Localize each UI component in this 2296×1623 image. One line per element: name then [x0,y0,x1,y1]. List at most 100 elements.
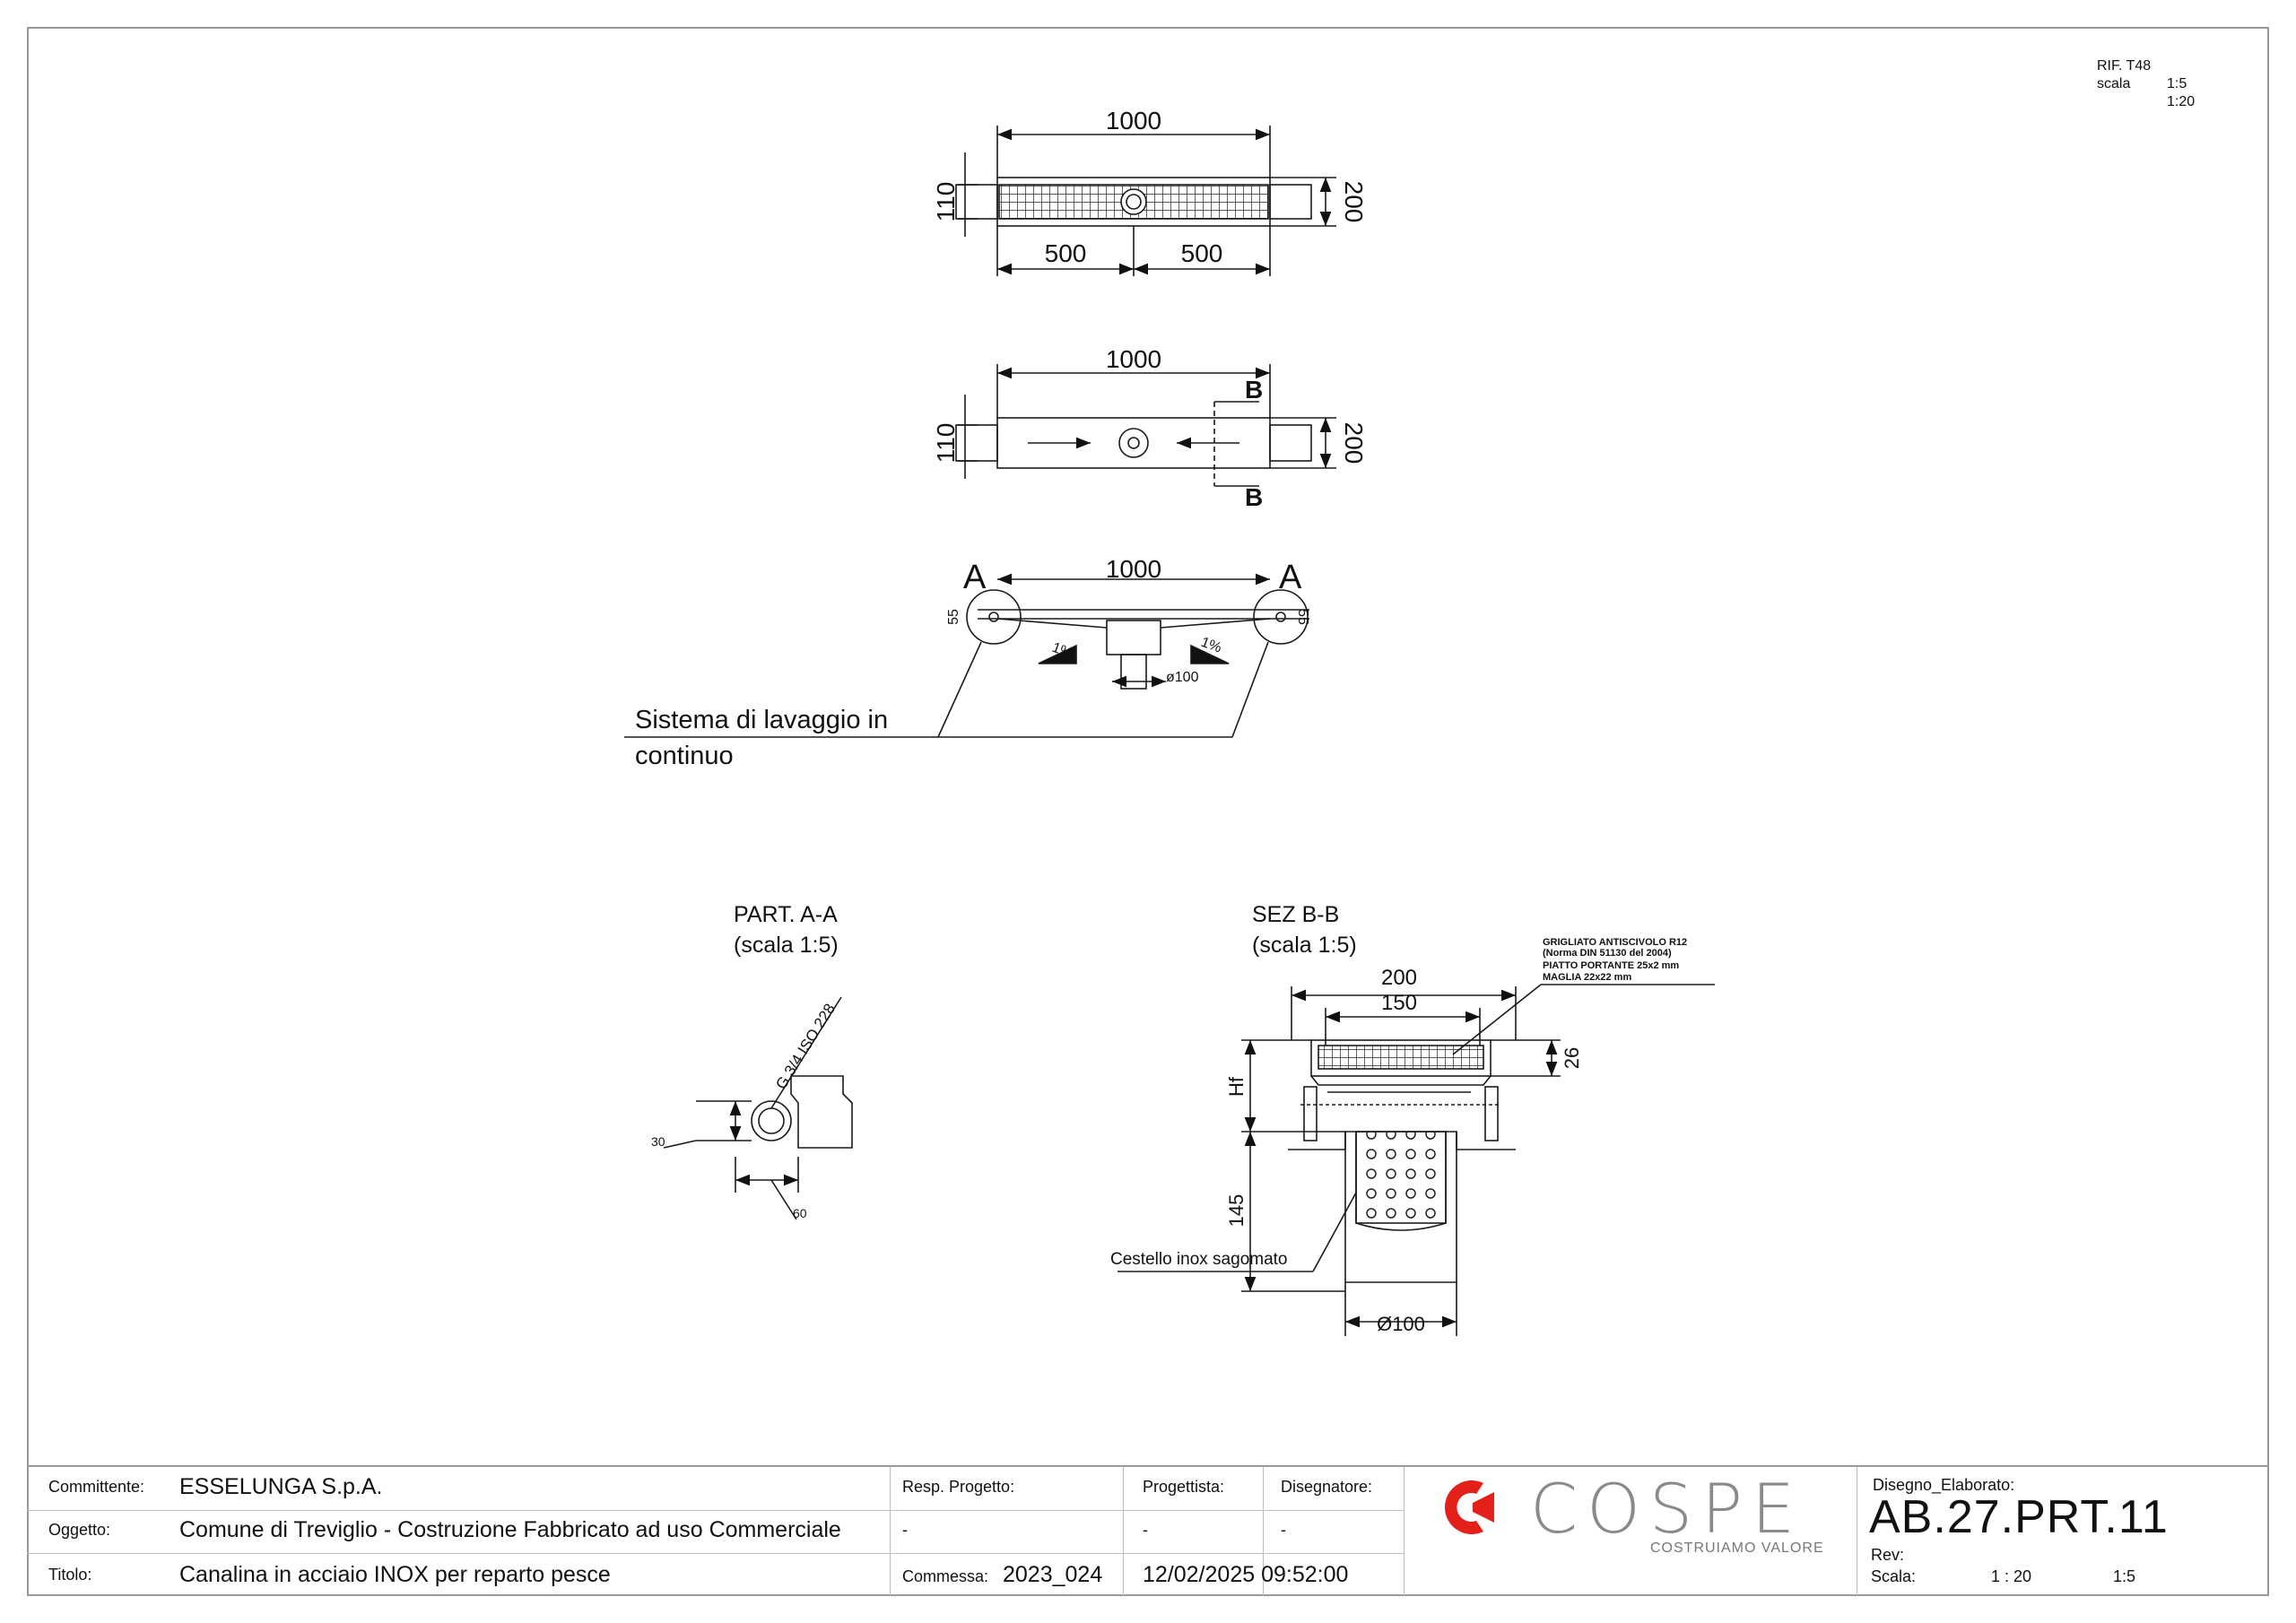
object-label: Oggetto: [48,1521,111,1539]
ref-label: RIF. T48 [2097,58,2152,74]
grate-note-2: (Norma DIN 51130 del 2004) [1543,948,1672,959]
side-view [624,573,1309,738]
dim-grate: 26 [1561,1047,1583,1069]
dim-depth: 145 [1225,1194,1248,1228]
section-b-b [1118,984,1715,1336]
scale-a: 1 : 20 [1991,1567,2032,1585]
drafter-label: Disegnatore: [1281,1478,1373,1496]
plan-half-right: 500 [1181,239,1223,267]
detail-a-body [790,1075,853,1149]
scale-label-tb: Scala: [1871,1567,1917,1585]
side-length: 1000 [1106,555,1161,583]
dim-outlet: Ø100 [1377,1313,1425,1335]
scale-label: scala [2097,76,2131,91]
cospe-mark-icon [1444,1480,1494,1534]
brand-tagline: COSTRUIAMO VALORE [1650,1541,1824,1556]
basket [1355,1131,1447,1224]
sheet-frame [27,27,2269,1596]
detail-a-thread: G 3/4 ISO 228 [772,1001,839,1092]
plan-width-right: 200 [1340,181,1368,223]
note-leader-left [937,641,982,738]
dim-inner: 150 [1381,991,1417,1015]
resp-label: Resp. Progetto: [902,1478,1015,1496]
dim-hf: Hf [1225,1076,1248,1097]
grate-note-1: GRIGLIATO ANTISCIVOLO R12 [1543,937,1687,948]
plan-right-fitting [1269,184,1312,220]
slope-wedge-right [1190,644,1230,664]
slope-left: 1% [1050,640,1075,662]
designer-value: - [1143,1521,1148,1539]
middle-length: 1000 [1106,345,1161,373]
order-value: 2023_024 [1003,1562,1103,1587]
drawing-label: Disegno_Elaborato: [1873,1476,2015,1494]
plan-view [955,126,1336,276]
cospe-logo [1437,1476,1512,1543]
middle-view [955,364,1336,487]
section-mark-bottom: B [1245,483,1263,511]
client-value: ESSELUNGA S.p.A. [179,1474,383,1499]
plan-width-left: 110 [932,182,960,222]
client-label: Committente: [48,1478,145,1496]
plan-half-left: 500 [1045,239,1087,267]
bolt-left [1303,1086,1318,1141]
middle-width-right: 200 [1340,422,1368,464]
datetime-value: 12/02/2025 09:52:00 [1143,1562,1349,1587]
note-leader-right [1231,641,1269,738]
section-b-scale: (scala 1:5) [1252,933,1357,958]
middle-left-fitting [955,424,998,462]
detail-a-a [663,996,853,1220]
basket-note: Cestello inox sagomato [1110,1250,1288,1269]
detail-mark-right: A [1279,559,1302,596]
drafter-value: - [1281,1521,1286,1539]
note-line-2: continuo [635,742,734,770]
detail-a-width: 60 [793,1206,807,1220]
title-block: Committente: ESSELUNGA S.p.A. Oggetto: C… [27,1465,2269,1596]
plan-length: 1000 [1106,107,1161,135]
designer-label: Progettista: [1143,1478,1225,1496]
end-dim-right: 55 [1295,609,1310,625]
middle-drain [1118,428,1149,458]
side-outlet-pipe [1120,654,1147,690]
drawing-code: AB.27.PRT.11 [1869,1491,2169,1543]
technical-drawing: 1000 500 500 110 200 1000 110 200 B B 10… [624,107,1715,1336]
scale-value-2: 1:20 [2167,94,2196,109]
slope-wedge-left [1038,644,1077,664]
rev-label: Rev: [1871,1546,1905,1564]
middle-right-fitting [1269,424,1312,462]
title-value: Canalina in acciaio INOX per reparto pes… [179,1562,611,1587]
basket-note-leader [1312,1192,1357,1272]
scale-b: 1:5 [2113,1567,2136,1585]
bolt-right [1484,1086,1499,1141]
note-line-1: Sistema di lavaggio in [635,706,888,734]
detail-circle-a-right [1253,589,1309,645]
resp-value: - [902,1521,908,1539]
middle-width-left: 110 [932,423,960,464]
detail-a-title: PART. A-A [734,902,838,927]
object-value: Comune di Treviglio - Costruzione Fabbri… [179,1517,841,1542]
end-dim-left: 55 [946,609,961,625]
side-sump [1106,620,1161,655]
dim-outer: 200 [1381,966,1417,990]
scale-value-1: 1:5 [2167,76,2187,91]
detail-mark-left: A [963,559,987,596]
grate-note-leader [1452,984,1542,1055]
grate-note-4: MAGLIA 22x22 mm [1543,972,1631,983]
brand-name: COSPE [1530,1469,1804,1549]
grate-outline [1310,1039,1492,1077]
section-mark-top: B [1245,376,1263,404]
grate-note-3: PIATTO PORTANTE 25x2 mm [1543,960,1679,971]
outlet-body [1344,1132,1457,1283]
thread-leader [770,996,842,1109]
detail-a-height: 30 [651,1134,665,1149]
slope-right: 1% [1199,635,1224,656]
detail-circle-a-left [966,589,1022,645]
detail-a-scale: (scala 1:5) [734,933,839,958]
title-label: Titolo: [48,1566,92,1584]
detail-a-pipe [751,1100,792,1141]
grate-bars [1318,1045,1484,1070]
side-outlet-dim: ø100 [1166,670,1199,685]
section-b-title: SEZ B-B [1252,902,1339,927]
plan-drain [1120,188,1147,215]
plan-left-fitting [955,184,998,220]
order-label: Commessa: [902,1567,989,1585]
